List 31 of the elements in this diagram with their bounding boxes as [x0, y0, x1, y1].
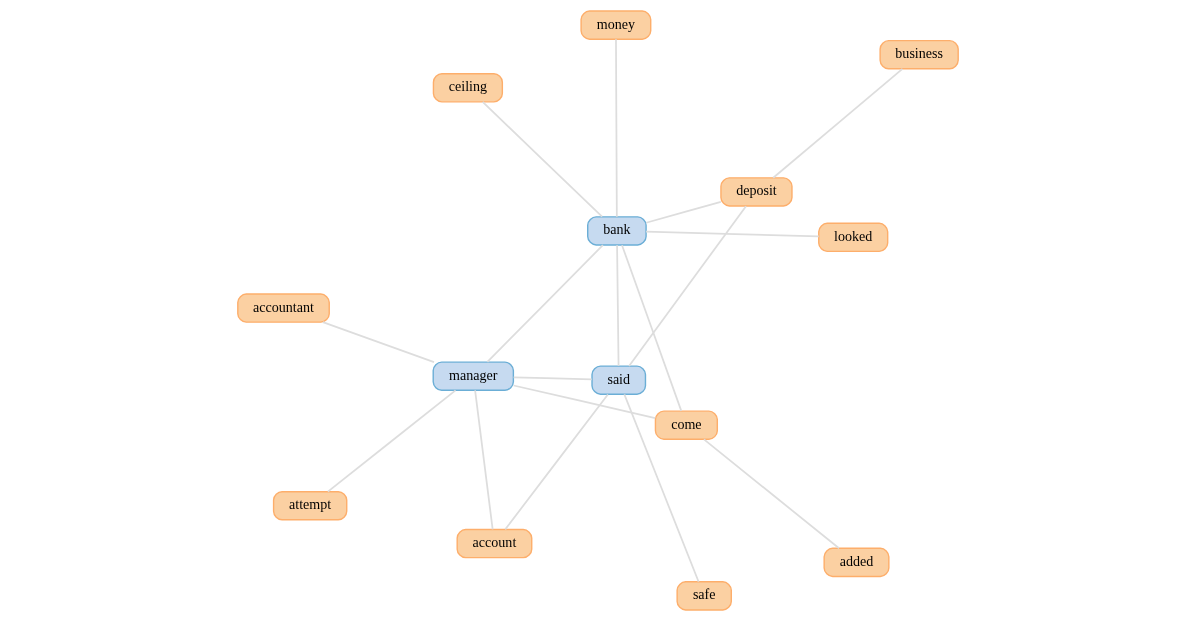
connector — [486, 244, 604, 363]
node-box: come — [654, 410, 718, 440]
connector — [512, 384, 656, 419]
connector — [771, 67, 903, 179]
node-box: business — [878, 39, 959, 70]
connector — [615, 244, 619, 367]
node-box: safe — [675, 581, 732, 611]
node-box: accountant — [236, 293, 330, 323]
connector — [627, 205, 747, 367]
connector — [614, 38, 618, 218]
connector — [512, 376, 593, 381]
node-box: added — [822, 547, 890, 578]
node-box: attempt — [272, 490, 347, 521]
connector — [620, 244, 682, 412]
connector — [644, 230, 820, 238]
connector — [321, 321, 435, 363]
node-box: bank — [586, 216, 647, 246]
connector — [473, 389, 494, 531]
node-box: looked — [817, 222, 888, 253]
node-box: said — [590, 365, 646, 395]
node-box: manager — [432, 361, 514, 391]
connector — [623, 393, 699, 583]
connector — [644, 201, 722, 224]
node-box: money — [579, 10, 651, 40]
connector — [702, 438, 840, 550]
node-box: deposit — [719, 177, 793, 207]
connector — [481, 101, 603, 218]
node-box: account — [455, 528, 532, 559]
connector — [503, 393, 609, 531]
connector — [326, 389, 456, 493]
node-box: ceiling — [432, 73, 503, 103]
